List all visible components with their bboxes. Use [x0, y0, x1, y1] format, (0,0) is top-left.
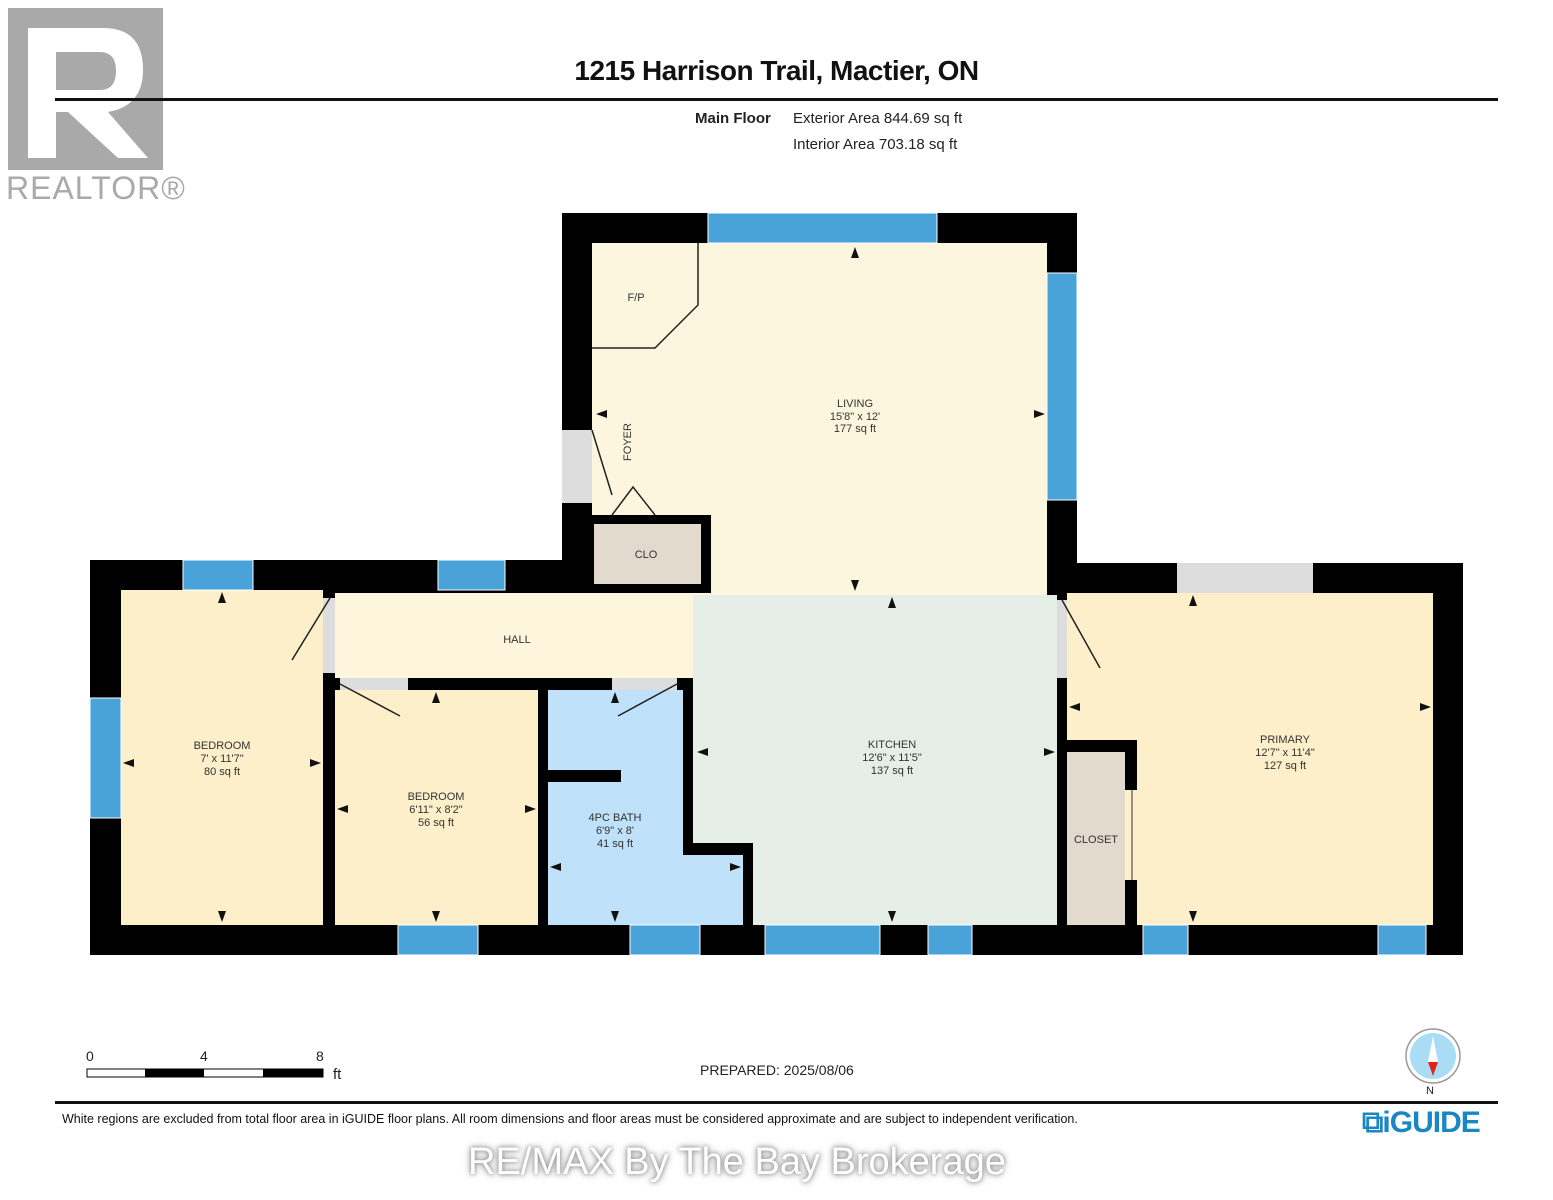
primary-name: PRIMARY: [1260, 734, 1311, 746]
prepared-date: PREPARED: 2025/08/06: [700, 1062, 854, 1078]
scale-unit: ft: [333, 1066, 342, 1083]
exterior-area: Exterior Area 844.69 sq ft: [793, 110, 963, 127]
floor-label: Main Floor: [695, 110, 771, 127]
bedroom2-name: BEDROOM: [408, 791, 465, 803]
header-divider: [55, 98, 1498, 101]
scale-tick-8: 8: [316, 1048, 324, 1064]
room-closet: [1067, 752, 1125, 925]
entry-door-swing: [591, 429, 613, 496]
room-bath: [548, 690, 743, 925]
compass-icon: [1405, 1028, 1461, 1084]
closet-door-opening: [1125, 790, 1137, 880]
living-dims: 15'8" x 12': [830, 411, 880, 423]
door-bedroom-2-swing: [339, 683, 401, 717]
kitchen-dims: 12'6" x 11'5": [862, 752, 922, 764]
page-title: 1215 Harrison Trail, Mactier, ON: [574, 55, 979, 86]
dimension-arrows: [123, 247, 1431, 922]
door-bath-swing: [617, 683, 678, 717]
bath-area: 41 sq ft: [597, 838, 633, 850]
bedroom1-dims: 7' x 11'7": [200, 753, 243, 765]
foyer-label: FOYER: [622, 423, 634, 461]
primary-dims: 12'7" x 11'4": [1255, 747, 1315, 759]
realtor-logo: [8, 8, 163, 170]
interior-area: Interior Area 703.18 sq ft: [793, 136, 958, 153]
room-bedroom-2: [335, 690, 538, 925]
primary-area: 127 sq ft: [1264, 760, 1306, 772]
floor-plan: LIVING 15'8" x 12' 177 sq ft F/P FOYER C…: [89, 212, 1463, 956]
iguide-icon: ⧉: [1362, 1106, 1383, 1139]
living-area: 177 sq ft: [834, 423, 876, 435]
entry-door[interactable]: [562, 430, 592, 503]
room-clo: [594, 524, 701, 584]
door-bedroom-2[interactable]: [340, 678, 408, 690]
living-name: LIVING: [837, 398, 873, 410]
bedroom1-name: BEDROOM: [194, 740, 251, 752]
bath-dims: 6'9" x 8': [596, 825, 634, 837]
clo-label: CLO: [635, 549, 658, 561]
fireplace: [592, 243, 699, 349]
hall-label: HALL: [503, 634, 531, 646]
bath-name: 4PC BATH: [589, 812, 642, 824]
door-clo[interactable]: [611, 485, 656, 516]
scale-bar: [86, 1068, 324, 1078]
room-hall: [335, 593, 695, 678]
bath-wall-stub: [548, 770, 621, 782]
closet-label: CLOSET: [1074, 834, 1118, 846]
disclaimer: White regions are excluded from total fl…: [62, 1112, 1078, 1126]
room-kitchen: [693, 595, 1057, 925]
room-bedroom-1: [121, 590, 323, 925]
scale-tick-0: 0: [86, 1048, 94, 1064]
sliding-door[interactable]: [1177, 563, 1313, 593]
windows: [89, 212, 1427, 956]
fp-label: F/P: [627, 292, 644, 304]
kitchen-name: KITCHEN: [868, 739, 916, 751]
door-primary[interactable]: [1057, 600, 1067, 678]
footer-divider: [55, 1101, 1498, 1104]
bedroom2-area: 56 sq ft: [418, 817, 454, 829]
watermark: RE/MAX By The Bay Brokerage: [468, 1141, 1006, 1183]
compass-north-label: N: [1426, 1085, 1434, 1097]
door-bath[interactable]: [612, 678, 677, 690]
door-bedroom-1[interactable]: [323, 598, 335, 673]
scale-tick-4: 4: [200, 1048, 208, 1064]
iguide-logo: ⧉iGUIDE: [1362, 1106, 1481, 1140]
realtor-wordmark: REALTOR®: [6, 170, 186, 206]
kitchen-area: 137 sq ft: [871, 765, 913, 777]
door-primary-swing: [1061, 599, 1101, 669]
bedroom2-dims: 6'11" x 8'2": [409, 804, 462, 816]
door-bedroom-1-swing: [291, 597, 331, 661]
bedroom1-area: 80 sq ft: [204, 766, 240, 778]
iguide-wordmark: iGUIDE: [1382, 1106, 1480, 1139]
